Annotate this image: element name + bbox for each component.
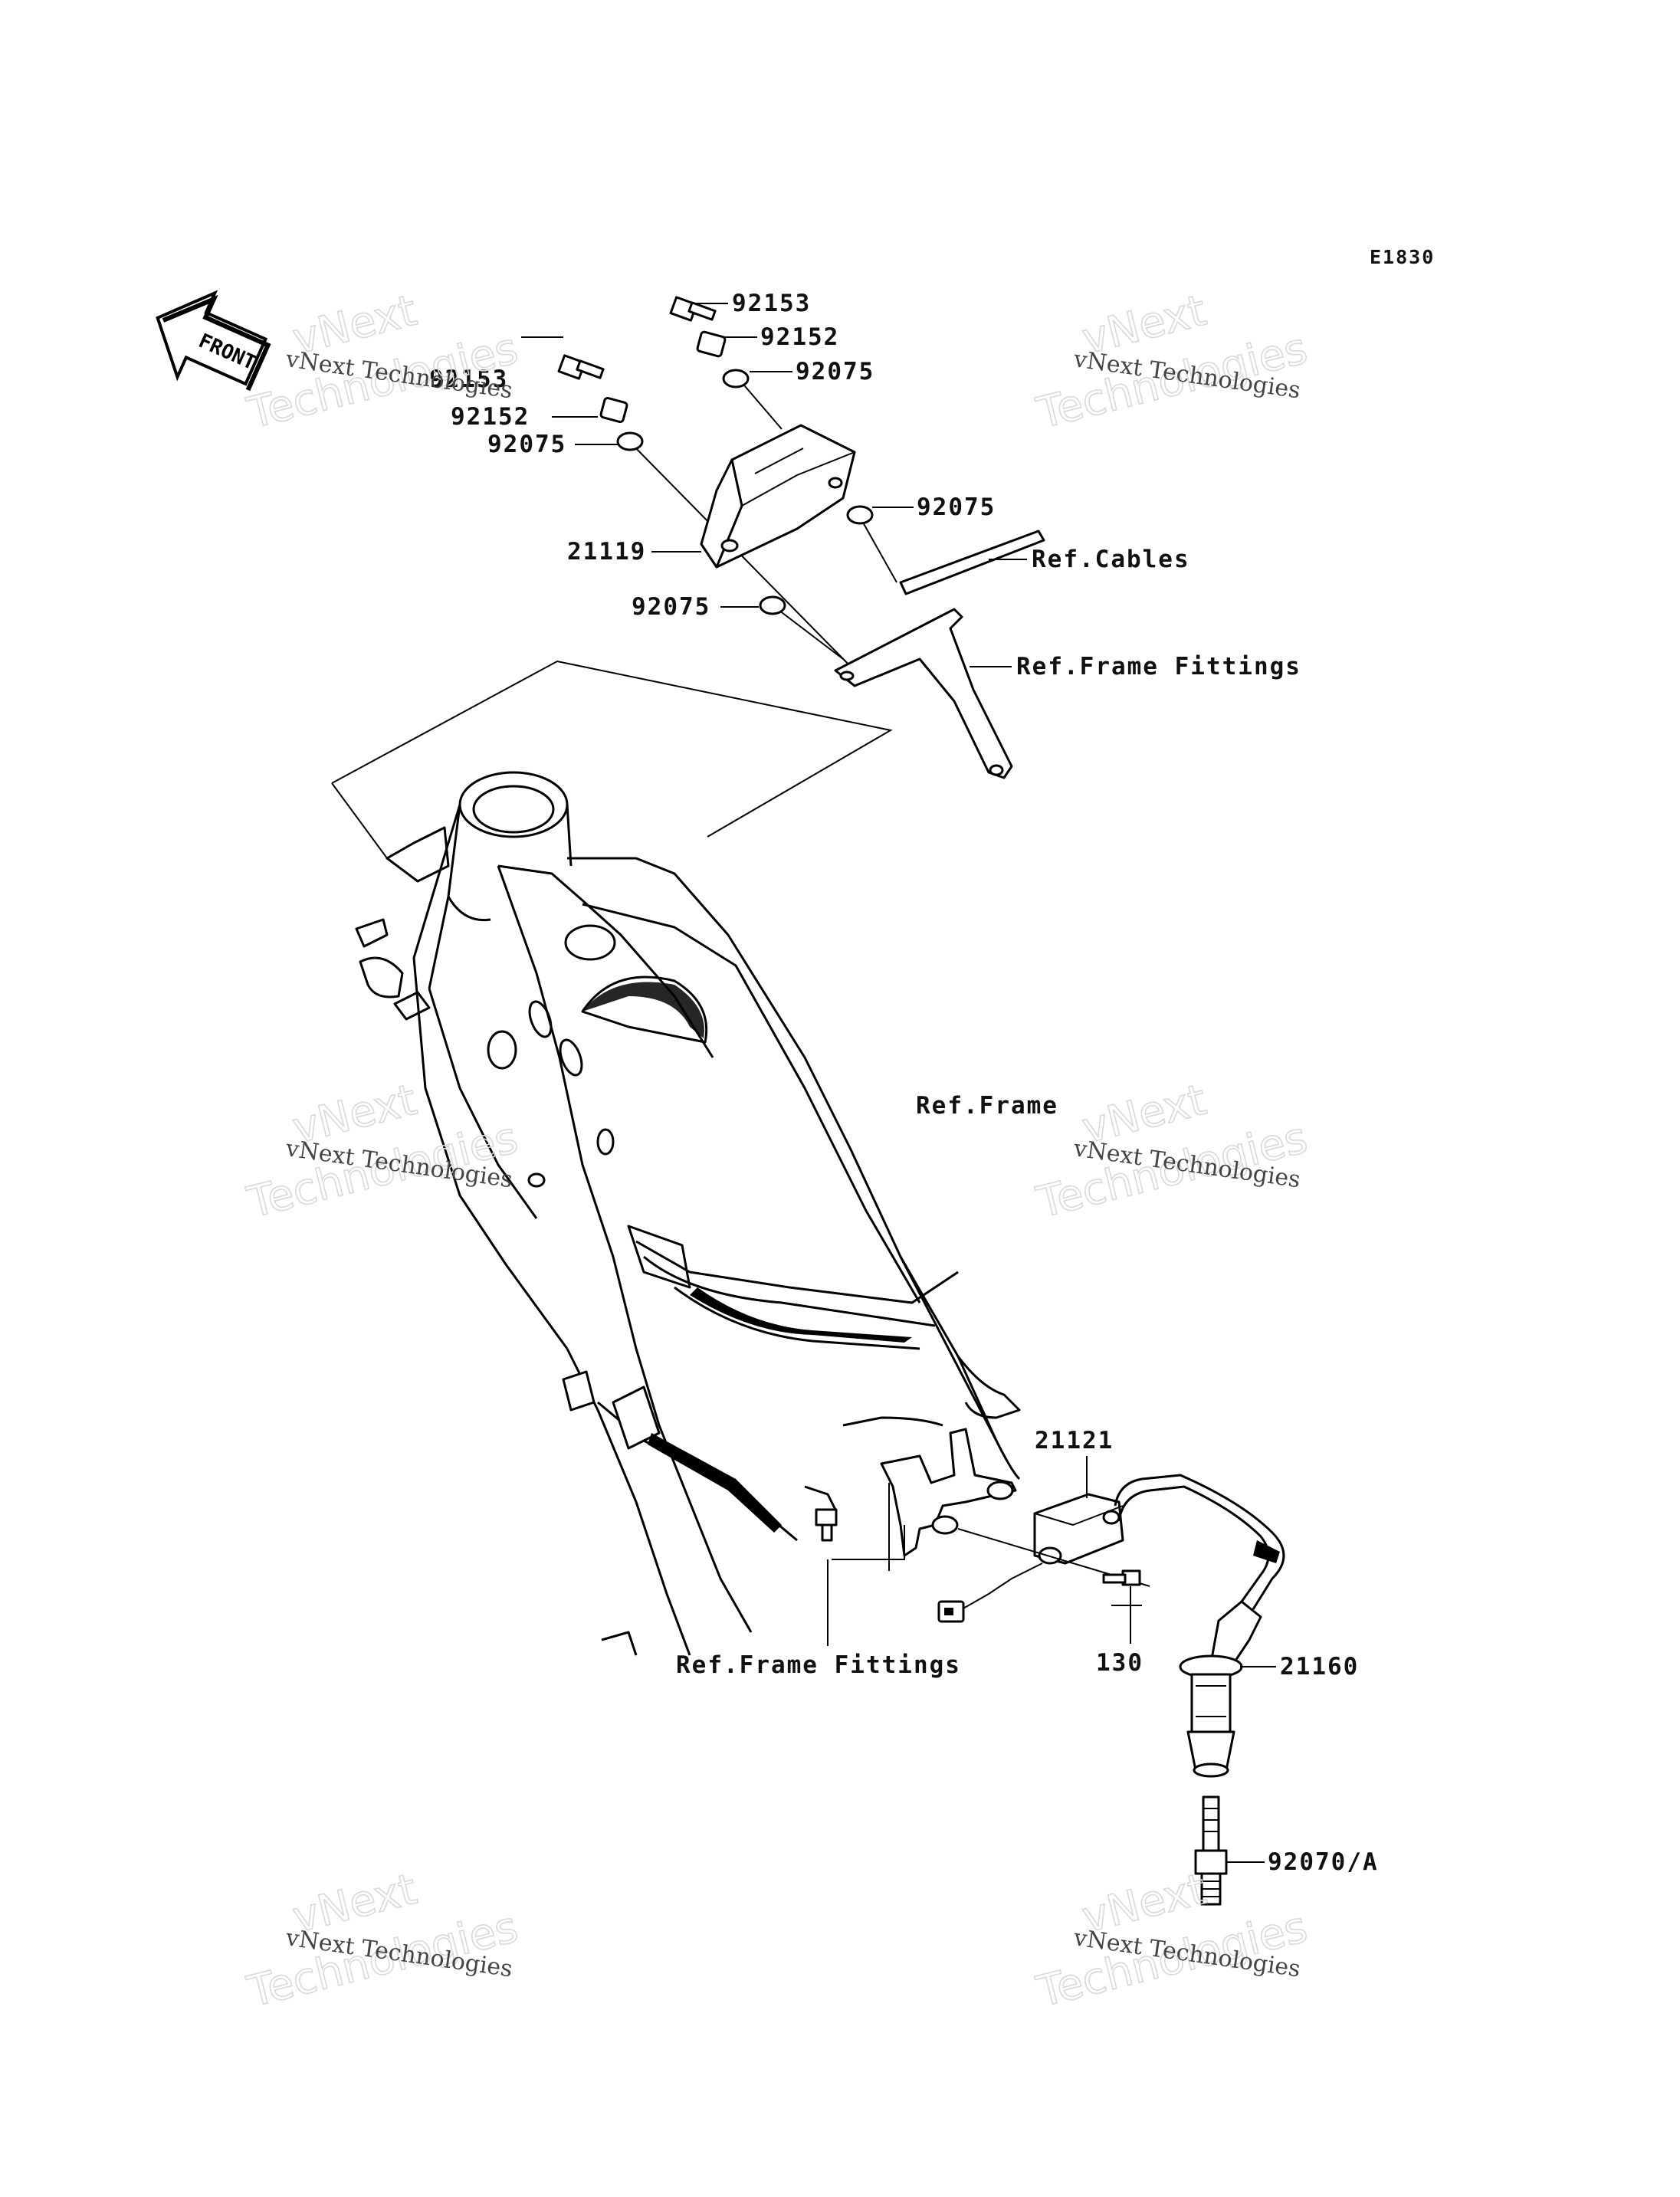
callout-labels: 92153 92152 92075 92153 92152 92075 9207…: [429, 290, 1379, 1876]
callout-ref-frame-fittings: Ref.Frame Fittings: [676, 1651, 961, 1679]
callout-92070a: 92070/A: [1268, 1848, 1379, 1876]
callout-21119: 21119: [567, 538, 646, 566]
cdi-unit-21119: [700, 424, 856, 569]
spark-plug-cap-21160: [1179, 1600, 1262, 1778]
callout-ref-cables: Ref.Cables: [1032, 546, 1190, 573]
ignition-coil-21121: [1033, 1456, 1124, 1565]
ignition-coil-group: [815, 1428, 1285, 1906]
grommet-92075-icon: [759, 595, 786, 615]
collar-92152-left-icon: [599, 396, 628, 424]
callout-92075: 92075: [632, 593, 710, 621]
watermark: vNext Technologies: [242, 1864, 523, 2018]
callout-92152: 92152: [760, 323, 839, 351]
watermark: vNext Technologies: [1032, 1074, 1313, 1228]
callout-92153: 92153: [732, 290, 811, 317]
callout-21121: 21121: [1035, 1427, 1114, 1454]
callout-92153: 92153: [429, 366, 508, 393]
motorcycle-frame: [355, 771, 1021, 1656]
grommet-92075-icon: [616, 431, 644, 451]
callout-21160: 21160: [1280, 1653, 1359, 1681]
collar-92152-right-icon: [696, 330, 727, 358]
callout-92075: 92075: [917, 494, 996, 521]
callout-ref-frame-fittings: Ref.Frame Fittings: [1016, 653, 1301, 680]
watermark: vNext Technologies: [1032, 285, 1313, 439]
bolt-icon: [815, 1508, 838, 1542]
bolt-92153-right-icon: [669, 296, 717, 322]
grommet-92075-icon: [722, 369, 750, 389]
cable-bracket: [899, 530, 1045, 595]
callout-92152: 92152: [451, 403, 530, 431]
watermark: vNext Technologies: [242, 1074, 523, 1228]
spark-plug-92070A: [1194, 1795, 1228, 1906]
bolt-130-icon: [1102, 1569, 1141, 1586]
callout-130: 130: [1096, 1649, 1144, 1677]
bolt-92153-left-icon: [557, 354, 605, 380]
front-arrow-icon: FRONT: [156, 290, 271, 392]
callout-92075: 92075: [796, 358, 874, 385]
connector-icon: [937, 1600, 965, 1623]
frame-fitting-bracket: [834, 608, 1013, 779]
grommet-92075-icon: [846, 505, 874, 525]
detail-indicator: [331, 660, 893, 859]
diagram-code: E1830: [1370, 246, 1435, 268]
cdi-unit-group: [521, 296, 1045, 779]
callout-92075: 92075: [487, 431, 566, 458]
callout-ref-frame: Ref.Frame: [916, 1092, 1058, 1120]
